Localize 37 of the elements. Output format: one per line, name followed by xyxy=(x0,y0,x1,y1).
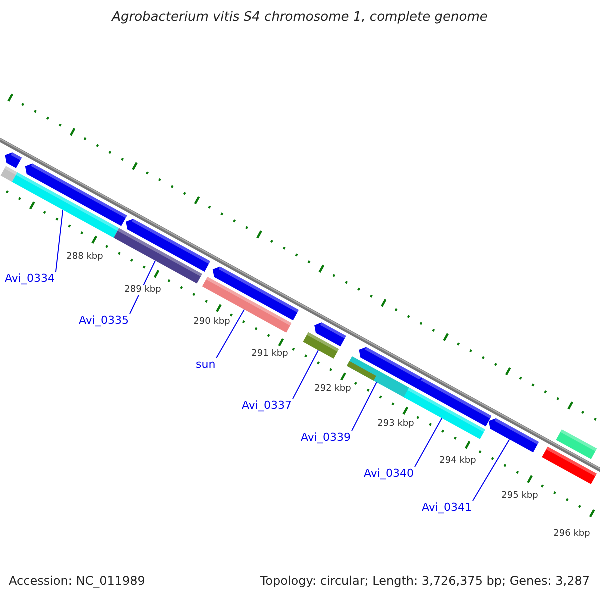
gene-bar xyxy=(303,332,340,359)
genome-info-text: Topology: circular; Length: 3,726,375 bp; Genes: 3,287 xyxy=(260,574,590,588)
position-label: 293 kbp xyxy=(376,419,416,429)
position-label: 292 kbp xyxy=(313,384,353,394)
leader-line xyxy=(56,210,64,272)
position-label: 294 kbp xyxy=(438,456,478,466)
gene-bar xyxy=(488,418,540,453)
gene-bar xyxy=(359,347,424,389)
gene-label: sun xyxy=(196,358,216,371)
gene-label: Avi_0341 xyxy=(422,501,472,514)
accession-text: Accession: NC_011989 xyxy=(9,574,146,588)
position-label: 288 kbp xyxy=(65,252,105,262)
leader-line xyxy=(216,309,245,358)
position-label: 295 kbp xyxy=(500,491,540,501)
gene-bar xyxy=(556,430,598,460)
title: Agrobacterium vitis S4 chromosome 1, complete genome xyxy=(110,10,489,25)
gene-label: Avi_0335 xyxy=(79,314,129,327)
gene-label: Avi_0339 xyxy=(301,431,351,444)
gene-label: Avi_0340 xyxy=(364,467,414,480)
gene-label: Avi_0337 xyxy=(242,399,292,412)
position-label: 289 kbp xyxy=(123,285,163,295)
position-label: 290 kbp xyxy=(192,317,232,327)
position-label: 291 kbp xyxy=(250,349,290,359)
gene-bar xyxy=(415,378,492,427)
leader-line xyxy=(414,418,443,468)
gene-label: Avi_0334 xyxy=(5,272,55,285)
gene-bar xyxy=(5,152,22,168)
gene-bar xyxy=(314,322,346,347)
gene-bar xyxy=(25,164,128,226)
gene-bar xyxy=(0,166,18,182)
position-label: 296 kbp xyxy=(552,529,592,539)
leader-line xyxy=(472,439,510,502)
gene-bar xyxy=(542,446,597,484)
gene-bar xyxy=(12,172,120,238)
leader-line xyxy=(352,382,378,432)
gene-bar xyxy=(114,228,202,284)
gene-bar xyxy=(126,219,210,272)
